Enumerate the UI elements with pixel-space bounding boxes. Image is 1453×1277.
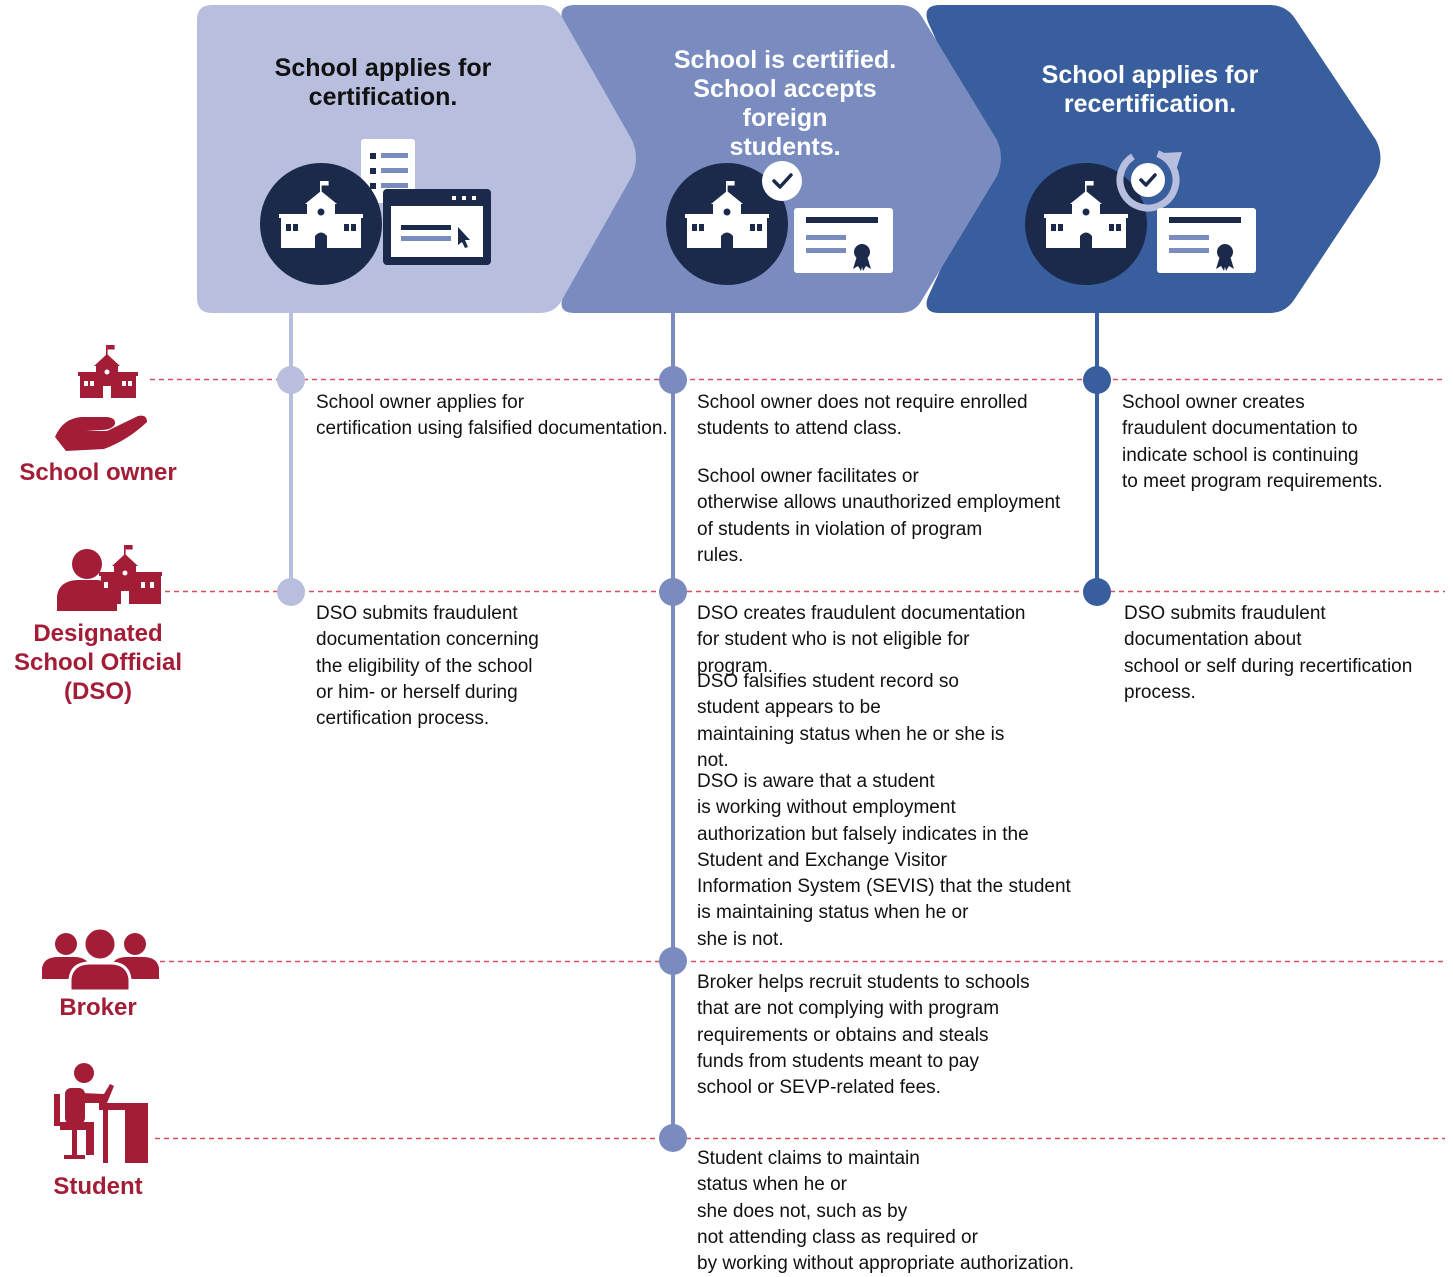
stage-2-title: School is certified.School accepts forei… [673, 46, 897, 161]
node-stage-2-student [659, 1124, 687, 1152]
check-badge-icon [1131, 163, 1165, 197]
broker-icon [42, 926, 159, 993]
role-label-student: Student [53, 1173, 143, 1200]
school-building-icon [1044, 181, 1128, 248]
dso-icon [57, 545, 162, 611]
role-label-school-owner: School owner [19, 459, 177, 486]
role-separators [150, 378, 1445, 1140]
school-application-icon [260, 139, 491, 285]
school-certificate-icon [666, 161, 893, 285]
node-stage-1-school-owner [277, 366, 305, 394]
node-stage-2-school-owner [659, 366, 687, 394]
node-stage-2-broker [659, 947, 687, 975]
student-icon [54, 1063, 148, 1163]
certificate-icon [1157, 208, 1256, 273]
role-label-broker: Broker [59, 994, 137, 1021]
timeline-nodes [277, 366, 1111, 1152]
school-recertification-icon [1025, 148, 1256, 285]
school-building-icon [685, 181, 769, 248]
description: Broker helps recruit students to schools… [697, 972, 1030, 1099]
node-stage-1-dso [277, 578, 305, 606]
node-stage-2-dso [659, 578, 687, 606]
stage-1-chevron [197, 5, 636, 313]
node-stage-3-school-owner [1083, 366, 1111, 394]
node-stage-3-dso [1083, 578, 1111, 606]
check-badge-icon [762, 161, 802, 201]
certificate-icon [794, 208, 893, 273]
school-owner-icon [55, 345, 147, 451]
